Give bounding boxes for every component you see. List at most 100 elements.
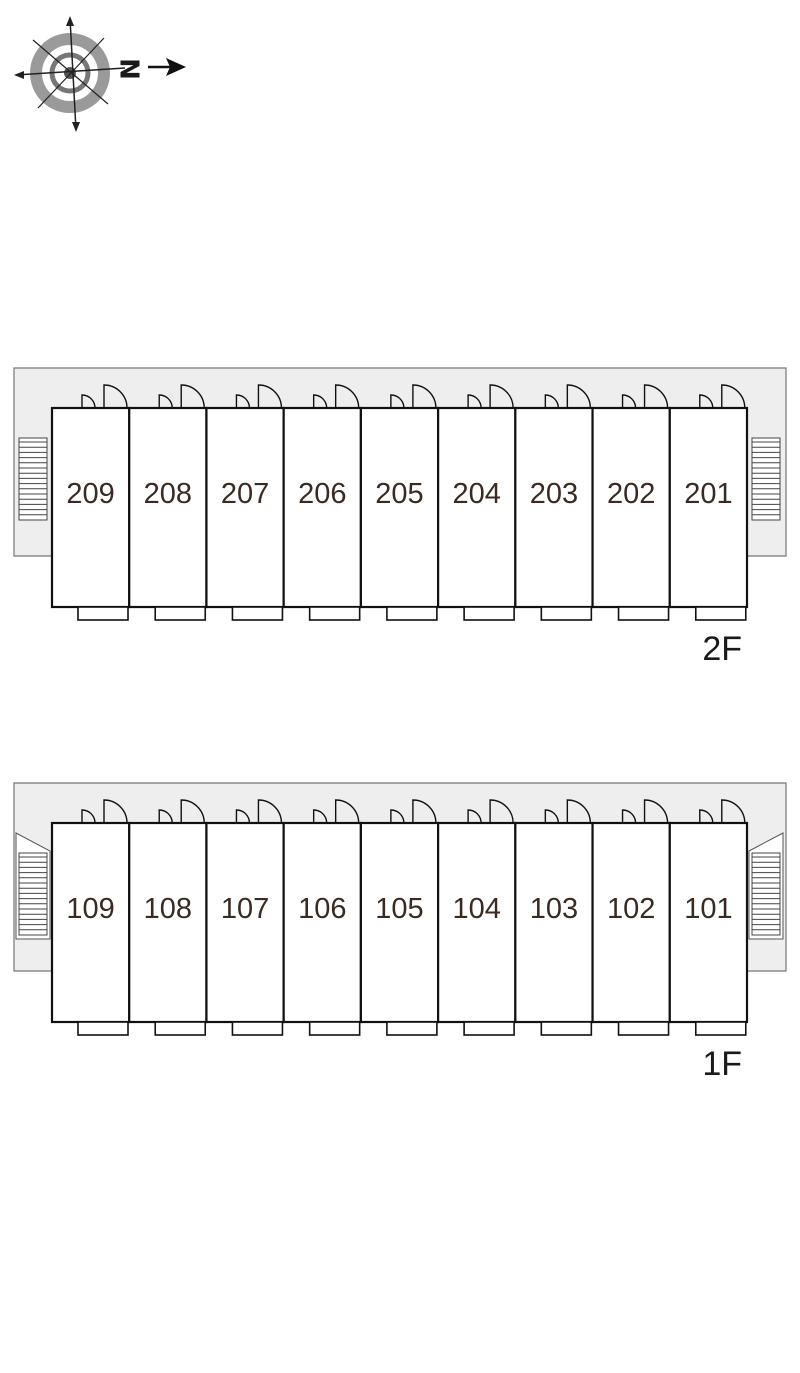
north-label: N xyxy=(114,58,144,80)
unit-label: 109 xyxy=(66,893,114,925)
unit-101: 101 xyxy=(668,799,749,1036)
balcony xyxy=(617,1021,670,1036)
unit-label: 104 xyxy=(453,893,501,925)
unit-outline xyxy=(50,406,131,609)
unit-outline xyxy=(205,406,285,609)
door-small-icon xyxy=(235,809,251,824)
door-small-icon xyxy=(621,394,637,409)
unit-label: 102 xyxy=(607,893,655,925)
unit-206: 206 xyxy=(282,384,362,621)
balcony xyxy=(231,1021,284,1036)
compass: N xyxy=(14,16,186,132)
unit-105: 105 xyxy=(359,799,440,1036)
stairs-left xyxy=(18,437,48,521)
unit-label: 208 xyxy=(144,478,192,510)
door-icon xyxy=(566,384,592,409)
balcony xyxy=(77,606,129,621)
unit-label: 108 xyxy=(144,893,192,925)
unit-label: 201 xyxy=(684,478,732,510)
unit-label: 204 xyxy=(453,478,501,510)
door-small-icon xyxy=(390,394,405,409)
unit-108: 108 xyxy=(128,799,208,1036)
unit-label: 107 xyxy=(221,893,269,925)
stairs-left xyxy=(15,832,51,940)
door-small-icon xyxy=(235,394,251,409)
balcony xyxy=(154,606,207,621)
door-icon xyxy=(412,384,437,409)
unit-label: 101 xyxy=(684,893,732,925)
door-small-icon xyxy=(544,809,560,824)
unit-outline xyxy=(359,406,440,609)
door-icon xyxy=(103,799,128,824)
floor-label: 1F xyxy=(702,1045,742,1083)
door-icon xyxy=(643,384,669,409)
unit-outline xyxy=(437,821,517,1024)
unit-outline xyxy=(668,406,749,609)
balcony xyxy=(308,1021,361,1036)
unit-outline xyxy=(128,406,208,609)
unit-label: 105 xyxy=(375,893,423,925)
door-icon xyxy=(334,384,360,409)
unit-label: 209 xyxy=(66,478,114,510)
balcony xyxy=(694,1021,747,1036)
balcony xyxy=(154,1021,207,1036)
north-arrow-icon xyxy=(148,58,186,76)
balcony xyxy=(386,1021,438,1036)
door-icon xyxy=(721,799,746,824)
unit-outline xyxy=(282,406,362,609)
door-icon xyxy=(180,799,205,824)
balcony xyxy=(463,606,515,621)
unit-202: 202 xyxy=(591,384,671,621)
unit-outline xyxy=(668,821,749,1024)
stairs-right xyxy=(751,437,781,521)
unit-102: 102 xyxy=(591,799,671,1036)
door-icon xyxy=(257,384,283,409)
unit-label: 206 xyxy=(298,478,346,510)
unit-205: 205 xyxy=(359,384,440,621)
door-icon xyxy=(566,799,592,824)
unit-208: 208 xyxy=(128,384,208,621)
balcony xyxy=(617,606,670,621)
balcony xyxy=(231,606,284,621)
unit-203: 203 xyxy=(514,384,594,621)
door-icon xyxy=(103,384,128,409)
door-small-icon xyxy=(467,394,482,409)
door-icon xyxy=(489,799,514,824)
unit-label: 106 xyxy=(298,893,346,925)
unit-label: 103 xyxy=(530,893,578,925)
unit-label: 203 xyxy=(530,478,578,510)
door-icon xyxy=(412,799,437,824)
door-small-icon xyxy=(312,394,328,409)
unit-107: 107 xyxy=(205,799,285,1036)
door-icon xyxy=(489,384,514,409)
balcony xyxy=(386,606,438,621)
door-small-icon xyxy=(81,809,96,824)
unit-label: 202 xyxy=(607,478,655,510)
compass-rose-icon xyxy=(14,16,126,132)
unit-label: 205 xyxy=(375,478,423,510)
door-icon xyxy=(643,799,669,824)
unit-label: 207 xyxy=(221,478,269,510)
unit-outline xyxy=(591,406,671,609)
door-icon xyxy=(334,799,360,824)
door-small-icon xyxy=(699,394,714,409)
door-small-icon xyxy=(158,394,173,409)
door-small-icon xyxy=(312,809,328,824)
balcony xyxy=(463,1021,515,1036)
balcony xyxy=(308,606,361,621)
unit-outline xyxy=(437,406,517,609)
balcony xyxy=(540,606,593,621)
unit-outline xyxy=(205,821,285,1024)
stairs-right xyxy=(748,832,784,940)
door-small-icon xyxy=(158,809,173,824)
balcony xyxy=(540,1021,593,1036)
door-small-icon xyxy=(467,809,482,824)
unit-outline xyxy=(282,821,362,1024)
unit-106: 106 xyxy=(282,799,362,1036)
door-small-icon xyxy=(81,394,96,409)
floor-plan-1f: 109 108 107 106 105 104 103 102 101 1F xyxy=(13,782,787,1083)
door-icon xyxy=(257,799,283,824)
unit-207: 207 xyxy=(205,384,285,621)
